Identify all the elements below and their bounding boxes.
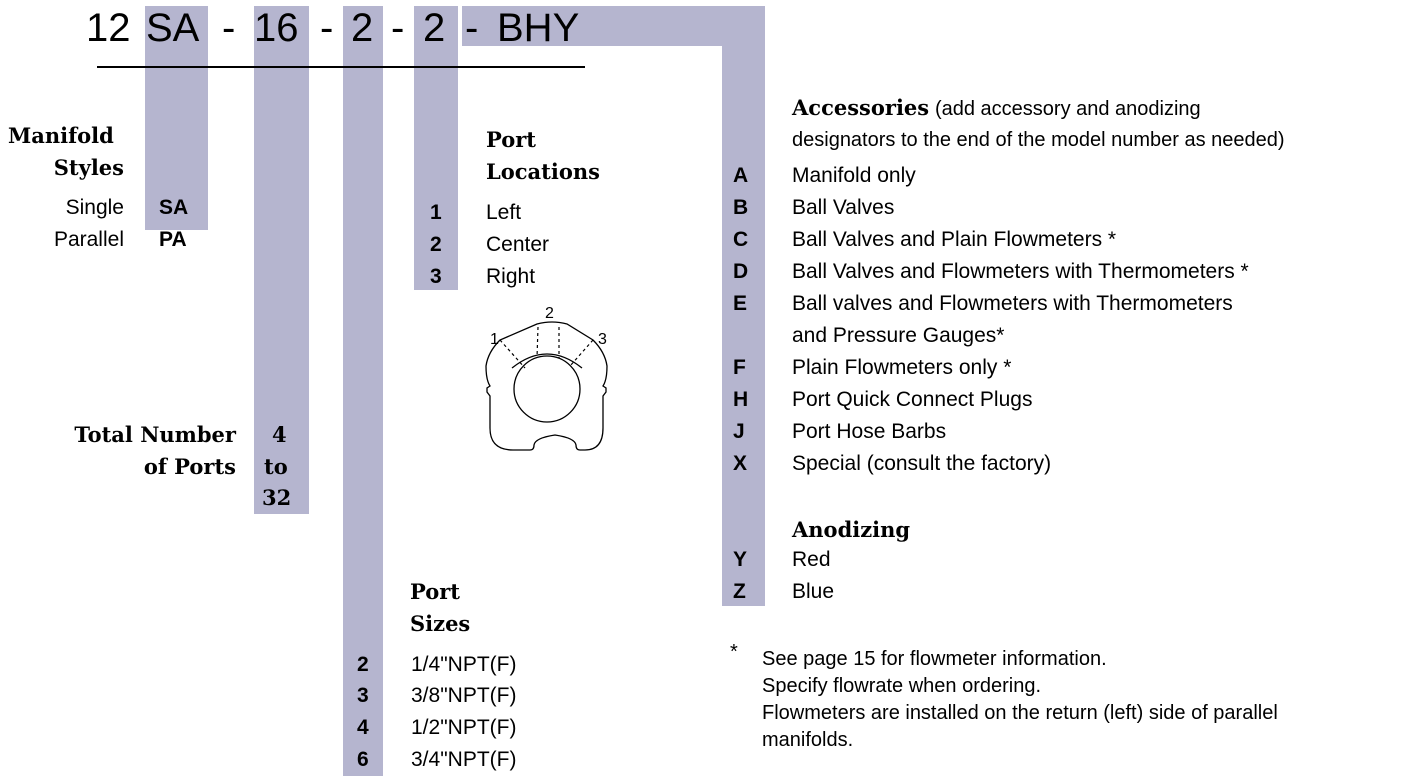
port-sizes-heading-1: Port (410, 579, 460, 604)
acc-label-j: Port Hose Barbs (792, 420, 947, 443)
diagram-label-3: 3 (598, 331, 607, 348)
total-ports-range-2: to (264, 454, 288, 479)
anod-label-z: Blue (792, 580, 835, 603)
acc-label-c: Ball Valves and Plain Flowmeters * (792, 228, 1117, 251)
acc-label-d: Ball Valves and Flowmeters with Thermome… (792, 260, 1249, 283)
location-code-right: 3 (430, 265, 442, 288)
size-code-1: 2 (357, 653, 369, 676)
ports-band (254, 6, 309, 514)
size-label-4: 3/4"NPT(F) (411, 748, 517, 771)
style-band (145, 6, 208, 230)
model-accessories: BHY (497, 6, 580, 50)
anod-code-z: Z (733, 580, 746, 603)
accessories-band (722, 6, 765, 606)
manifold-bore (513, 355, 581, 423)
model-sep-1: - (222, 6, 236, 50)
acc-code-a: A (733, 164, 749, 187)
accessories-note-1: (add accessory and anodizing (934, 98, 1201, 120)
acc-label-x: Special (consult the factory) (792, 452, 1052, 475)
acc-code-c: C (733, 228, 749, 251)
port-center-dashes-a (536, 326, 539, 359)
style-label-parallel: Parallel (53, 228, 124, 251)
model-prefix: 12 (86, 6, 131, 50)
style-code-single: SA (159, 196, 189, 219)
manifold-cross-section-diagram: 1 2 3 (485, 305, 608, 451)
anodizing-heading: Anodizing (792, 517, 911, 542)
footnote-line-2: Specify flowrate when ordering. (762, 675, 1042, 697)
model-size: 2 (351, 6, 374, 50)
model-style: SA (146, 6, 200, 50)
total-ports-heading-1: Total Number (74, 422, 236, 447)
acc-label-b: Ball Valves (792, 196, 895, 219)
accessories-heading-row: Accessories (add accessory and anodizing (792, 96, 1201, 121)
footnote-mark: * (730, 641, 738, 663)
style-code-parallel: PA (159, 228, 187, 251)
size-code-3: 4 (357, 716, 369, 739)
acc-label-a: Manifold only (792, 164, 916, 187)
model-sep-3: - (391, 6, 405, 50)
location-label-right: Right (486, 265, 536, 288)
port-locations-heading-1: Port (486, 127, 536, 152)
location-code-center: 2 (430, 233, 442, 256)
size-code-2: 3 (357, 684, 369, 707)
size-code-4: 6 (357, 748, 369, 771)
manifold-outline (485, 321, 608, 451)
diagram-label-1: 1 (490, 331, 499, 348)
model-sep-2: - (320, 6, 334, 50)
port-locations-heading-2: Locations (486, 159, 600, 184)
total-ports-range-1: 4 (272, 422, 287, 447)
location-label-left: Left (486, 201, 522, 224)
acc-label-f: Plain Flowmeters only * (792, 356, 1012, 379)
footnote-line-1: See page 15 for flowmeter information. (762, 648, 1107, 670)
size-label-1: 1/4"NPT(F) (411, 653, 517, 676)
manifold-inner-arc (511, 353, 583, 369)
acc-code-f: F (733, 356, 746, 379)
acc-code-d: D (733, 260, 749, 283)
location-band (414, 6, 458, 290)
acc-code-b: B (733, 196, 749, 219)
acc-label-h: Port Quick Connect Plugs (792, 388, 1033, 411)
size-label-3: 1/2"NPT(F) (411, 716, 517, 739)
acc-code-h: H (733, 388, 749, 411)
manifold-styles-heading-1: Manifold (8, 123, 114, 148)
model-sep-4: - (465, 6, 479, 50)
acc-label-e-cont: and Pressure Gauges* (792, 324, 1005, 347)
size-label-2: 3/8"NPT(F) (411, 684, 517, 707)
accessories-note-2: designators to the end of the model numb… (792, 129, 1285, 151)
accessories-heading: Accessories (792, 95, 930, 120)
acc-code-j: J (733, 420, 745, 443)
location-row-left: 1 (430, 201, 442, 224)
accessories-band-top (462, 6, 765, 46)
anod-label-y: Red (792, 548, 831, 571)
manifold-styles-heading-2: Styles (53, 155, 124, 180)
acc-label-e: Ball valves and Flowmeters with Thermome… (792, 292, 1233, 315)
footnote-line-3: Flowmeters are installed on the return (… (762, 702, 1278, 724)
acc-code-e: E (733, 292, 748, 315)
port-sizes-heading-2: Sizes (410, 611, 471, 636)
size-band (343, 6, 383, 776)
anod-code-y: Y (733, 548, 748, 571)
total-ports-range-3: 32 (262, 485, 292, 510)
style-label-single: Single (65, 196, 124, 219)
total-ports-heading-2: of Ports (143, 454, 236, 479)
diagram-label-2: 2 (545, 305, 554, 322)
model-underline (97, 66, 585, 68)
model-ports: 16 (254, 6, 299, 50)
acc-code-x: X (733, 452, 748, 475)
model-location: 2 (423, 6, 446, 50)
location-label-center: Center (486, 233, 550, 256)
port-left-dashes (499, 339, 526, 369)
footnote-line-4: manifolds. (762, 729, 854, 751)
